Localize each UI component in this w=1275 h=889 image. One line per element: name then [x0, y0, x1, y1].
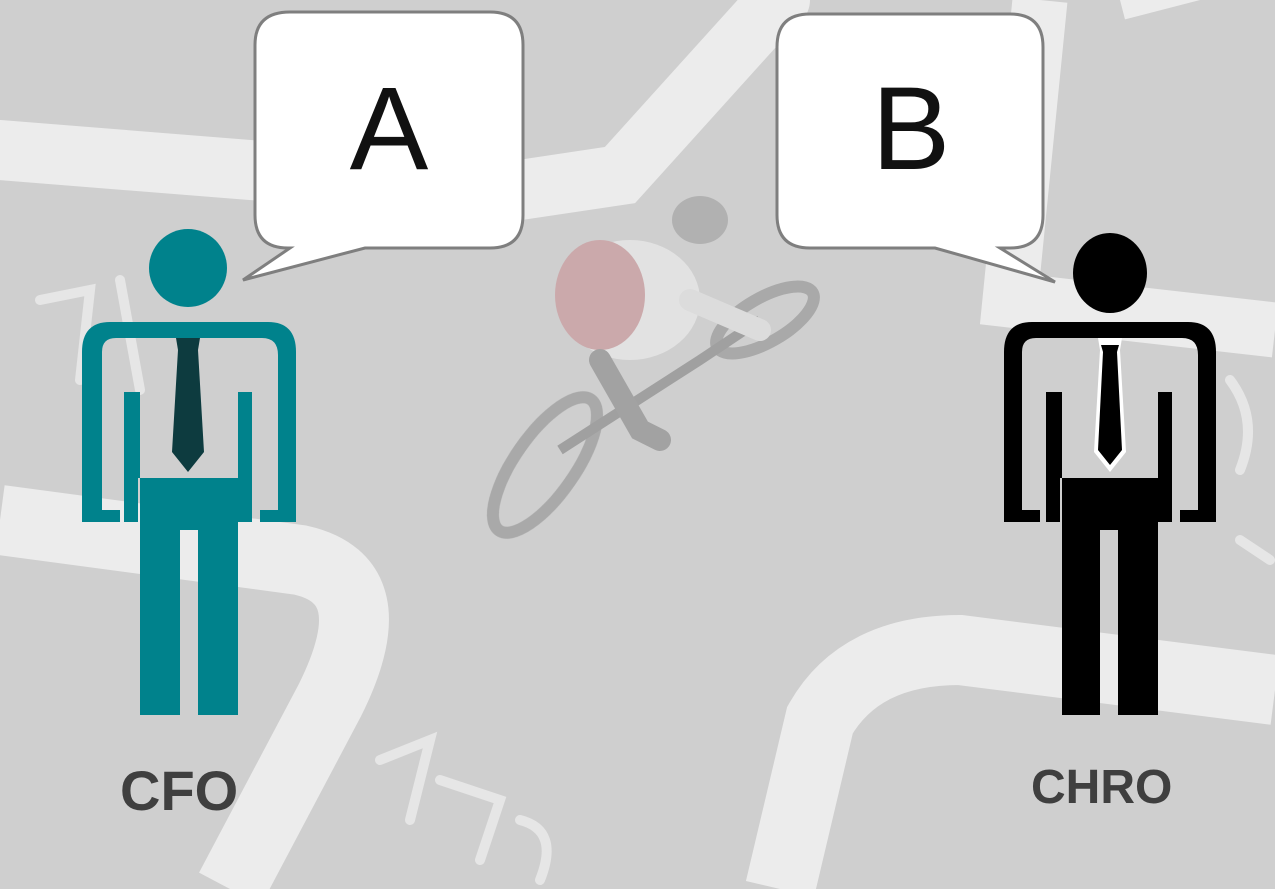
- speech-bubble-a-text: A: [255, 70, 523, 188]
- cfo-label: CFO: [120, 758, 238, 823]
- chro-label: CHRO: [1031, 760, 1172, 815]
- speech-bubble-b-text: B: [777, 70, 1045, 188]
